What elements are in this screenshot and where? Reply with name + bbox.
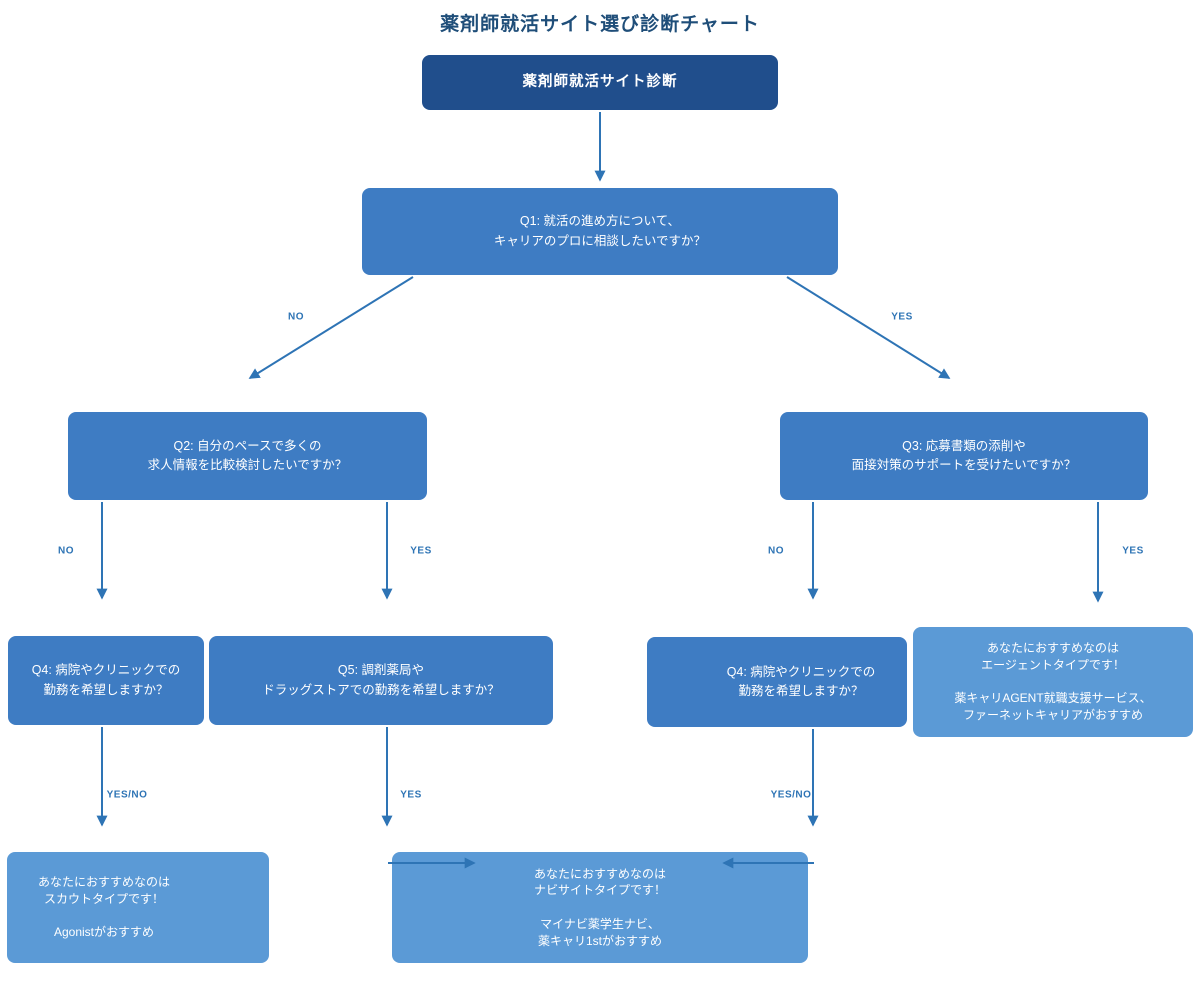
node-result-navi: あなたにおすすめなのは ナビサイトタイプです！ マイナビ薬学生ナビ、 薬キャリ1…: [392, 852, 808, 963]
edge-label-q4-left-out: YES/NO: [106, 789, 148, 801]
edge-label-q4-right-out: YES/NO: [770, 789, 812, 801]
node-q4-left: Q4: 病院やクリニックでの 勤務を希望しますか？: [8, 636, 204, 725]
node-q4-right: Q4: 病院やクリニックでの 勤務を希望しますか？: [647, 637, 907, 727]
edge-q1-q3: [786, 276, 951, 379]
edge-label-q1-no: NO: [288, 311, 304, 323]
node-result-scout: あなたにおすすめなのは スカウトタイプです！ Agonistがおすすめ: [7, 852, 269, 963]
edge-label-q5-out: YES: [400, 789, 422, 801]
edge-label-q2-yes: YES: [410, 545, 432, 557]
edge-label-q3-yes: YES: [1122, 545, 1144, 557]
node-result-agent: あなたにおすすめなのは エージェントタイプです！ 薬キャリAGENT就職支援サー…: [913, 627, 1193, 737]
node-root: 薬剤師就活サイト診断: [422, 55, 778, 110]
edge-label-q3-no: NO: [768, 545, 784, 557]
node-q3: Q3: 応募書類の添削や 面接対策のサポートを受けたいですか？: [780, 412, 1148, 500]
node-q2: Q2: 自分のペースで多くの 求人情報を比較検討したいですか？: [68, 412, 427, 500]
page-title: 薬剤師就活サイト選び診断チャート: [440, 14, 760, 35]
node-q1: Q1: 就活の進め方について、 キャリアのプロに相談したいですか？: [362, 188, 838, 275]
edge-label-q2-no: NO: [58, 545, 74, 557]
node-q5: Q5: 調剤薬局や ドラッグストアでの勤務を希望しますか？: [209, 636, 553, 725]
edge-label-q1-yes: YES: [891, 311, 913, 323]
edge-q1-q2: [248, 276, 414, 379]
